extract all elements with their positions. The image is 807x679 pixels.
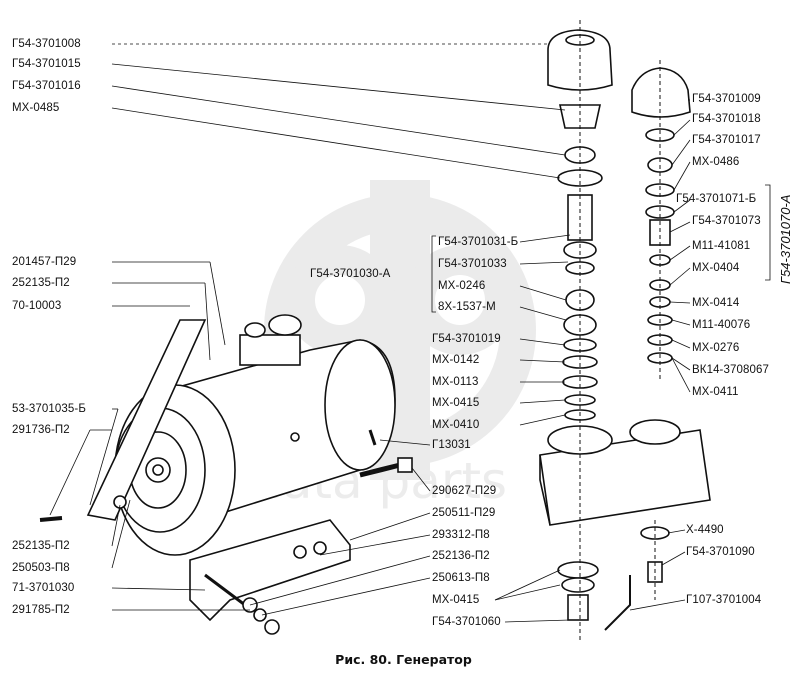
label-left-11: 250503-П8	[12, 562, 70, 574]
label-center-9: МХ-0410	[432, 419, 480, 431]
generator-end-cap	[324, 339, 396, 471]
label-center-1: Г54-3701031-Б	[438, 236, 519, 248]
cap-1	[547, 29, 613, 91]
label-right-16: Г107-3701004	[686, 594, 762, 606]
adjusting-bar	[86, 319, 207, 521]
label-center-7: МХ-0113	[432, 376, 479, 388]
label-right-8: МХ-0404	[692, 262, 740, 274]
label-left-7: 70-10003	[12, 300, 62, 312]
label-center-3: МХ-0246	[438, 280, 486, 292]
label-center-5: Г54-3701019	[432, 333, 501, 345]
label-right-10: М11-40076	[692, 319, 751, 331]
label-left-1: Г54-3701008	[12, 38, 81, 50]
cap-2	[631, 67, 691, 118]
label-center-12: 250511-П29	[432, 507, 496, 519]
label-center-11: 290627-П29	[432, 485, 497, 497]
label-right-3: Г54-3701017	[692, 134, 761, 146]
label-center-16: МХ-0415	[432, 594, 480, 606]
label-left-5: 201457-П29	[12, 256, 77, 268]
label-left-4: МХ-0485	[12, 102, 60, 114]
label-center-2: Г54-3701033	[438, 258, 507, 270]
label-left-10: 252135-П2	[12, 540, 70, 552]
label-center-15: 250613-П8	[432, 572, 490, 584]
label-right-11: МХ-0276	[692, 342, 740, 354]
label-left-12: 71-3701030	[12, 582, 75, 594]
label-left-3: Г54-3701016	[12, 80, 81, 92]
label-right-12: ВК14-3708067	[692, 364, 769, 376]
label-right-14: Х-4490	[686, 524, 724, 536]
label-left-8: 53-3701035-Б	[12, 403, 86, 415]
figure-caption: Рис. 80. Генератор	[335, 652, 472, 667]
label-right-4: МХ-0486	[692, 156, 740, 168]
shaft-nut	[145, 457, 171, 483]
label-right-9: МХ-0414	[692, 297, 740, 309]
label-left-9: 291736-П2	[12, 424, 70, 436]
label-center-14: 252136-П2	[432, 550, 490, 562]
label-left-13: 291785-П2	[12, 604, 70, 616]
label-center-13: 293312-П8	[432, 529, 490, 541]
label-right-5: Г54-3701071-Б	[676, 193, 757, 205]
label-center-10: Г13031	[432, 439, 471, 451]
group-label-bracket: Г54-3701030-А	[310, 268, 391, 280]
label-center-17: Г54-3701060	[432, 616, 501, 628]
terminal-block	[268, 314, 302, 336]
label-right-13: МХ-0411	[692, 386, 739, 398]
label-center-8: МХ-0415	[432, 397, 480, 409]
label-right-15: Г54-3701090	[686, 546, 755, 558]
label-right-7: М11-41081	[692, 240, 751, 252]
label-right-1: Г54-3701009	[692, 93, 761, 105]
label-center-6: МХ-0142	[432, 354, 480, 366]
label-right-6: Г54-3701073	[692, 215, 761, 227]
label-center-4: 8Х-1537-М	[438, 301, 496, 313]
group-label-vertical: Г54-3701070-А	[778, 194, 793, 284]
label-left-6: 252135-П2	[12, 277, 70, 289]
label-right-2: Г54-3701018	[692, 113, 761, 125]
label-left-2: Г54-3701015	[12, 58, 81, 70]
